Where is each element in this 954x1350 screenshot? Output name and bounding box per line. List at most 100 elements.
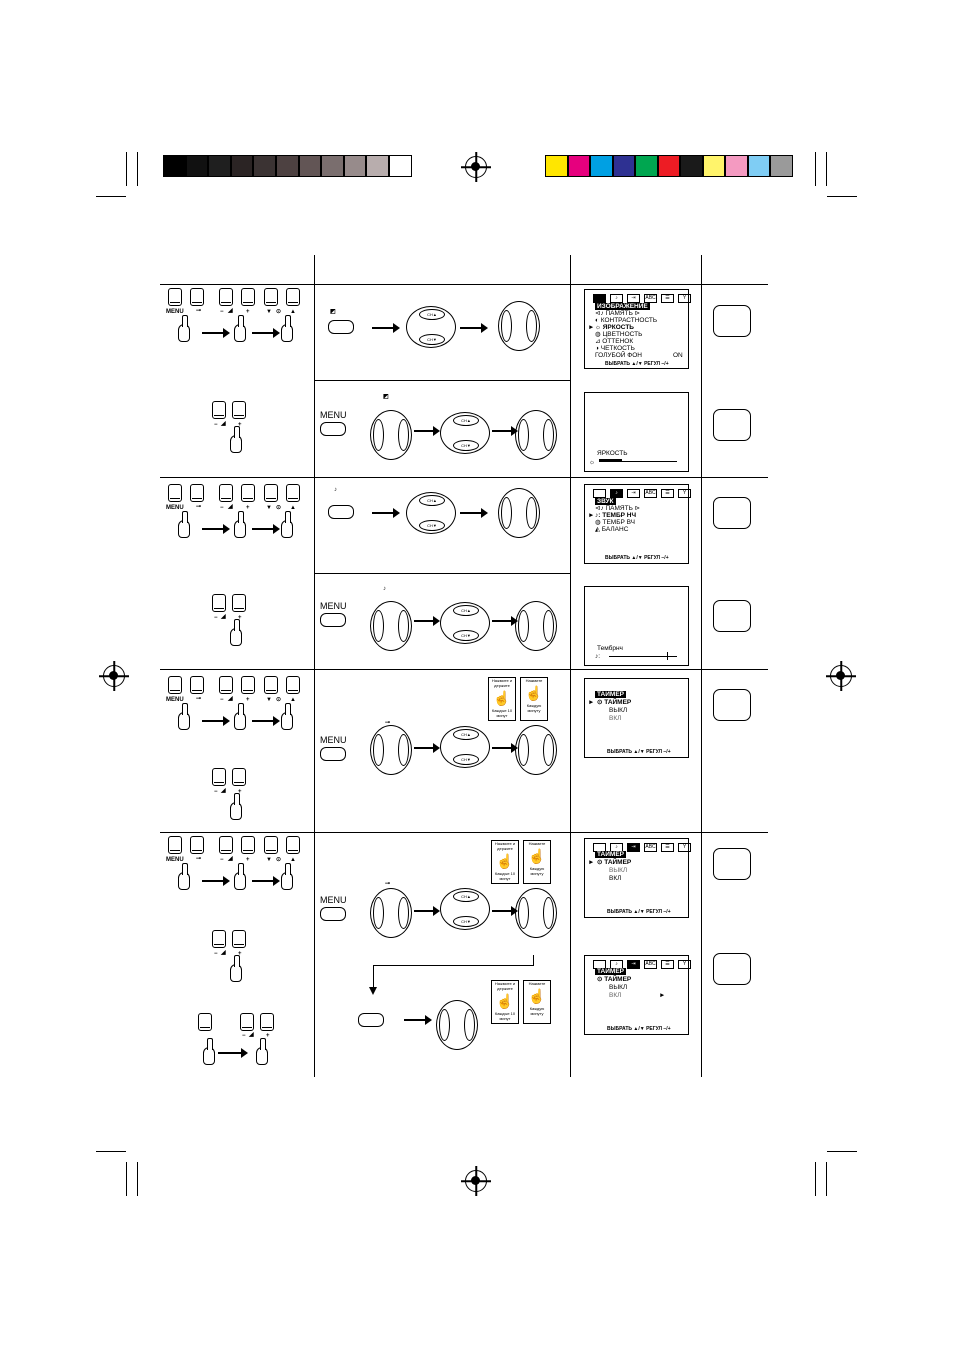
left-key[interactable] [518,610,529,642]
menu-item-selected: ⊙ ТАЙМЕР [597,859,632,866]
picture-button[interactable] [328,320,354,334]
menu-button[interactable] [320,747,346,761]
right-key[interactable] [543,734,554,766]
sound-button[interactable] [328,505,354,519]
remote-button[interactable] [190,676,204,694]
remote-button[interactable] [168,836,182,854]
right-key[interactable] [543,419,554,451]
arrow-right-icon [252,876,280,886]
left-key[interactable] [373,897,384,929]
ch-down-key[interactable]: CH▼ [419,334,445,345]
remote-button[interactable] [264,484,278,502]
right-key[interactable] [526,497,537,529]
remote-button[interactable] [241,676,255,694]
ch-up-key[interactable]: CH▲ [453,729,479,740]
menu-item: ◑ ЧЕТКОСТЬ [595,345,635,352]
remote-button[interactable] [190,484,204,502]
remote-dpad [370,410,412,460]
volume-plus-button[interactable] [232,401,246,419]
left-key[interactable] [518,419,529,451]
timer-screen-2: ♪ ⇥ ABC ☰ Y ТАЙМЕР ► ⊙ ТАЙМЕР ВЫКЛ ВКЛ В… [584,838,691,918]
left-key[interactable] [439,1009,450,1041]
down-icon: ▼ [266,857,272,863]
left-key[interactable] [501,497,512,529]
remote-button[interactable] [219,836,233,854]
ch-down-key[interactable]: CH▼ [419,520,445,531]
remote-dpad [498,488,540,538]
remote-dpad [370,601,412,651]
arrow-right-icon [218,1048,248,1058]
right-key[interactable] [398,734,409,766]
left-key[interactable] [518,897,529,929]
ch-down-key[interactable]: CH▼ [453,440,479,451]
menu-button-label: MENU [166,309,184,315]
menu-button[interactable] [320,907,346,921]
ch-down-key[interactable]: CH▼ [453,630,479,641]
remote-button[interactable] [219,676,233,694]
remote-dpad: CH▲ CH▼ [440,412,490,454]
right-key[interactable] [543,610,554,642]
volume-plus-button[interactable] [232,930,246,948]
left-key[interactable] [373,734,384,766]
left-key[interactable] [501,310,512,342]
remote-button[interactable] [264,836,278,854]
remote-button[interactable] [286,288,300,306]
volume-minus-button[interactable] [212,768,226,786]
ch-down-key[interactable]: CH▼ [453,916,479,927]
right-key[interactable] [543,897,554,929]
picture-menu-screen: ♪ ⇥ ABC ☰ Y ИЗОБРАЖЕНИЕ ⊲♪ ПАМЯТЬ ⊳ ◐ КО… [584,289,691,369]
menu-button[interactable] [320,613,346,627]
volume-minus-button[interactable] [240,1013,254,1031]
ch-up-key[interactable]: CH▲ [453,415,479,426]
volume-minus-button[interactable] [212,930,226,948]
remote-button[interactable] [241,484,255,502]
volume-plus-button[interactable] [260,1013,274,1031]
color-swatch [657,155,680,177]
right-key[interactable] [398,897,409,929]
hold-card: Нажмите и держите☝Каждые 10 минут [488,677,516,721]
menu-button[interactable] [320,422,346,436]
remote-button[interactable] [198,1013,212,1031]
volume-minus-button[interactable] [212,594,226,612]
arrow-right-icon [492,426,518,436]
remote-button[interactable] [286,484,300,502]
remote-button[interactable] [241,836,255,854]
remote-button[interactable] [286,676,300,694]
left-key[interactable] [373,610,384,642]
remote-button[interactable] [264,288,278,306]
remote-dpad [370,888,412,938]
volume-plus-button[interactable] [232,768,246,786]
ch-up-key[interactable]: CH▲ [419,495,445,506]
timer-button-icon: ⊸ [385,720,391,726]
right-key[interactable] [526,310,537,342]
volume-plus-button[interactable] [232,594,246,612]
menu-title: ТАЙМЕР [595,968,627,975]
ch-down-key[interactable]: CH▼ [453,754,479,765]
remote-button[interactable] [264,676,278,694]
right-key[interactable] [398,419,409,451]
remote-button[interactable] [168,676,182,694]
remote-button[interactable] [168,484,182,502]
right-key[interactable] [398,610,409,642]
down-icon: ▼ [266,505,272,511]
remote-button[interactable] [168,288,182,306]
remote-button[interactable] [219,288,233,306]
remote-button[interactable] [190,836,204,854]
right-key[interactable] [464,1009,475,1041]
ch-up-key[interactable]: CH▲ [453,605,479,616]
volume-minus-button[interactable] [212,401,226,419]
card-text: Нажмите [528,981,546,986]
menu-footer: ВЫБРАТЬ ▲/▼ РЕГУЛ −/+ [607,1026,671,1032]
left-key[interactable] [373,419,384,451]
ok-button[interactable] [358,1013,384,1027]
remote-button[interactable] [219,484,233,502]
ch-up-key[interactable]: CH▲ [419,309,445,320]
antenna-tab-icon: Y [678,294,691,303]
menu-item: ВЫКЛ [609,984,628,991]
selection-arrow-icon: ► [659,992,666,999]
left-key[interactable] [518,734,529,766]
remote-button[interactable] [241,288,255,306]
ch-up-key[interactable]: CH▲ [453,891,479,902]
remote-button[interactable] [190,288,204,306]
remote-button[interactable] [286,836,300,854]
